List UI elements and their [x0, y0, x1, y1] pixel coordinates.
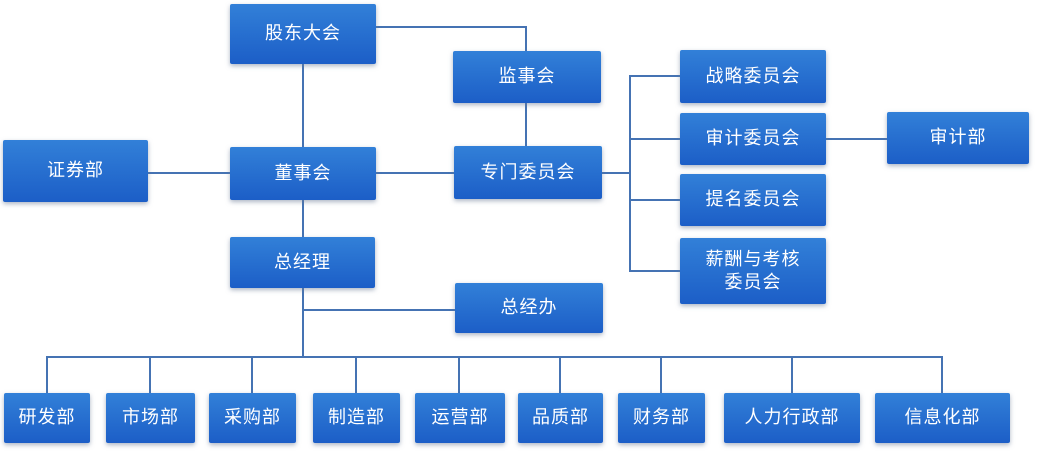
connector-supervisory-to-committees: [525, 102, 527, 147]
connector-bus-to-it: [941, 356, 943, 394]
connector-securities-to-board: [147, 172, 231, 174]
org-node-securities-dept: 证券部: [3, 140, 148, 202]
org-node-label: 战略委员会: [705, 65, 801, 87]
connector-bus-to-procurement: [251, 356, 253, 394]
org-node-remuneration-committee: 薪酬与考核 委员会: [680, 238, 826, 304]
connector-bus-to-rd: [46, 356, 48, 394]
org-node-label: 股东大会: [265, 23, 341, 45]
org-node-label: 薪酬与考核 委员会: [705, 248, 801, 293]
org-node-label: 证券部: [47, 160, 104, 182]
org-node-gm-office: 总经办: [455, 283, 603, 333]
connector-committees-to-spine: [601, 172, 630, 174]
org-node-supervisory-board: 监事会: [453, 51, 601, 103]
connector-spine-to-nomination: [629, 199, 681, 201]
org-node-rd-dept: 研发部: [4, 393, 90, 443]
org-node-label: 审计部: [929, 127, 987, 149]
connector-spine-to-remuneration: [629, 270, 681, 272]
connector-committee-spine: [629, 75, 631, 272]
org-node-label: 研发部: [18, 407, 76, 429]
org-node-board-of-directors: 董事会: [230, 147, 376, 200]
org-node-label: 提名委员会: [705, 189, 801, 211]
connector-department-bus: [46, 356, 943, 358]
connector-shareholders-to-board: [302, 63, 304, 148]
connector-bus-to-marketing: [149, 356, 151, 394]
connector-spine-to-strategy: [629, 75, 681, 77]
org-node-label: 品质部: [532, 407, 589, 429]
org-node-hr-admin-dept: 人力行政部: [724, 393, 860, 443]
connector-bus-to-hr-admin: [791, 356, 793, 394]
connector-bus-to-manufacturing: [355, 356, 357, 394]
org-node-it-dept: 信息化部: [875, 393, 1010, 443]
org-node-shareholders-meeting: 股东大会: [230, 4, 376, 64]
connector-bus-to-quality: [559, 356, 561, 394]
org-node-label: 审计委员会: [705, 128, 801, 150]
org-node-audit-committee: 审计委员会: [680, 113, 826, 165]
org-node-special-committees: 专门委员会: [454, 146, 602, 199]
org-node-label: 制造部: [328, 407, 385, 429]
org-node-label: 财务部: [633, 407, 690, 429]
connector-gm-to-gm-office: [303, 309, 456, 311]
connector-board-to-committees: [375, 172, 455, 174]
org-node-quality-dept: 品质部: [518, 393, 603, 443]
connector-shareholders-to-supervisory-v: [525, 26, 527, 52]
org-node-label: 采购部: [224, 407, 281, 429]
connector-board-to-gm: [302, 199, 304, 238]
connector-spine-to-audit: [629, 138, 681, 140]
org-node-nomination-committee: 提名委员会: [680, 174, 826, 226]
org-node-general-manager: 总经理: [230, 237, 375, 288]
org-node-label: 市场部: [122, 407, 179, 429]
org-node-label: 专门委员会: [480, 161, 576, 183]
connector-shareholders-to-supervisory-h: [376, 26, 527, 28]
org-node-label: 总经理: [274, 251, 331, 273]
org-node-label: 人力行政部: [744, 407, 840, 429]
connector-bus-to-operations: [458, 356, 460, 394]
org-node-marketing-dept: 市场部: [106, 393, 195, 443]
org-node-strategy-committee: 战略委员会: [680, 50, 826, 103]
org-node-label: 董事会: [274, 162, 332, 184]
org-node-manufacturing-dept: 制造部: [313, 393, 400, 443]
org-node-label: 监事会: [498, 66, 556, 88]
connector-bus-to-finance: [660, 356, 662, 394]
org-node-finance-dept: 财务部: [618, 393, 705, 443]
connector-gm-to-bus: [302, 287, 304, 358]
org-node-label: 运营部: [431, 407, 489, 429]
org-node-procurement-dept: 采购部: [209, 393, 296, 443]
org-node-audit-dept: 审计部: [887, 112, 1029, 164]
connector-audit-committee-to-audit-dept: [825, 138, 888, 140]
org-node-label: 总经办: [500, 297, 558, 319]
org-node-operations-dept: 运营部: [415, 393, 505, 443]
org-node-label: 信息化部: [904, 407, 981, 429]
